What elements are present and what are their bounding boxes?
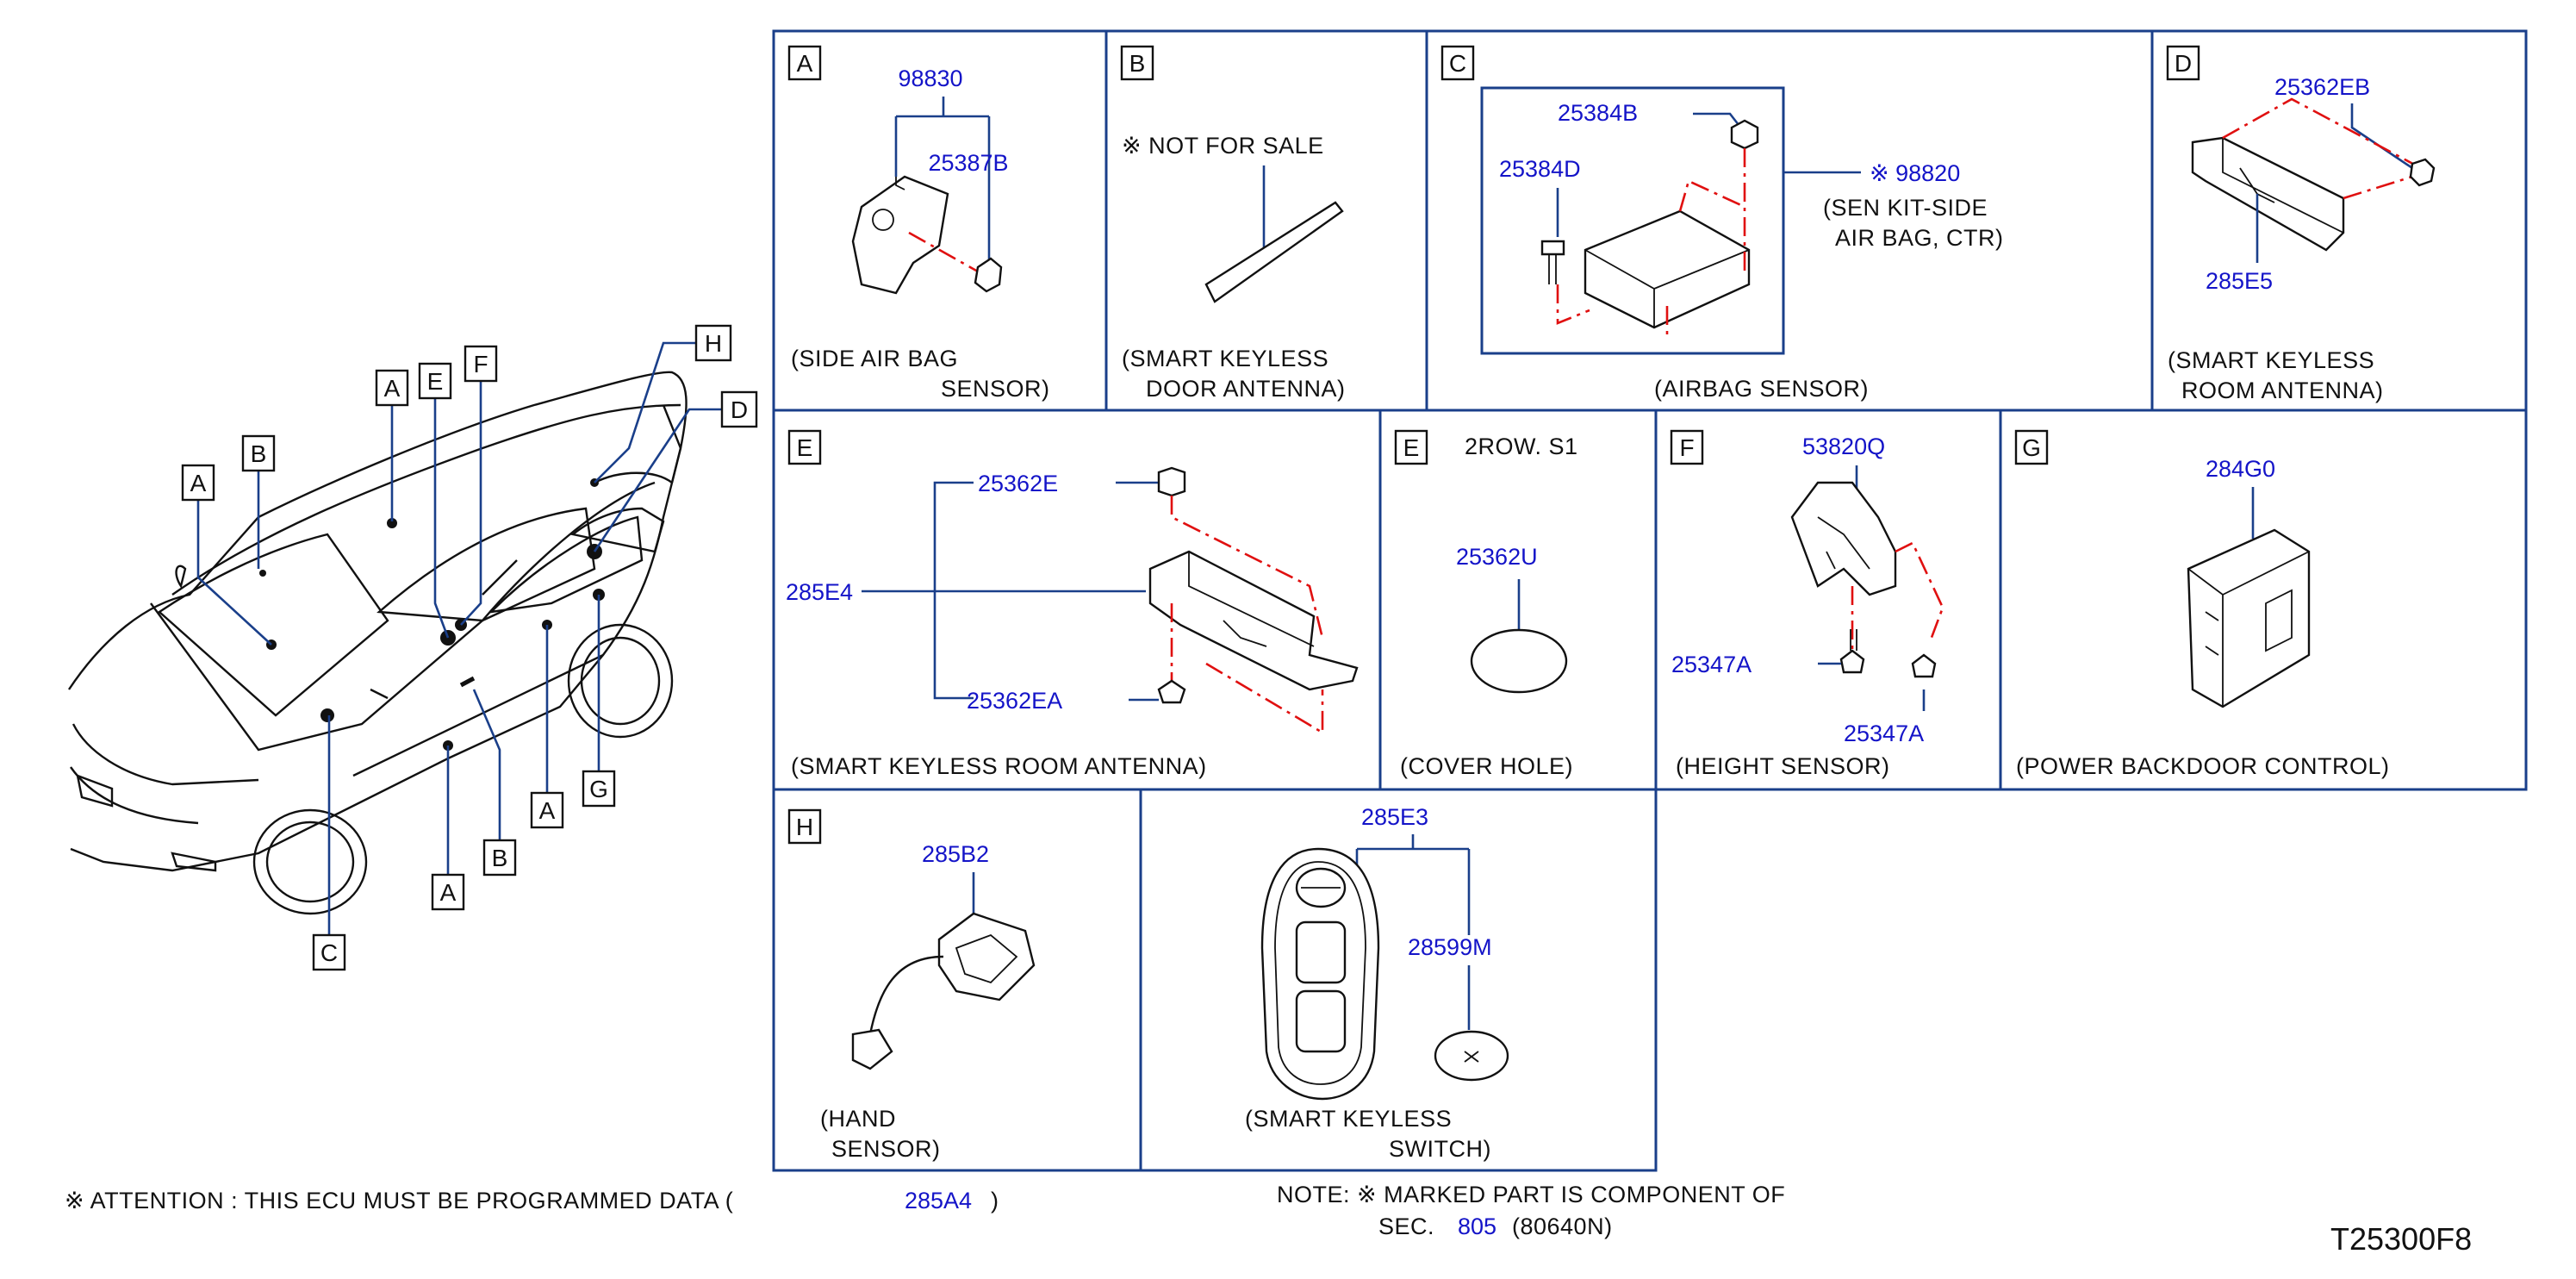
caption-line: (HAND xyxy=(820,1106,896,1132)
part-number: ※ 98820 xyxy=(1870,160,1960,186)
panel-c-airbag-sensor: C 25384B 25384D ※ 98820 (SEN KIT-SIDE AI… xyxy=(1440,45,2004,402)
callout-key: A xyxy=(384,375,401,402)
callout-key: E xyxy=(427,368,444,395)
panel-key: G xyxy=(2022,434,2041,461)
part-number: 25387B xyxy=(928,150,1008,176)
panel-g-power-backdoor-control: G 284G0 (POWER BACKDOOR CONTROL) xyxy=(2014,429,2390,779)
part-number: 53820Q xyxy=(1802,434,1885,459)
caption-line: (SMART KEYLESS ROOM ANTENNA) xyxy=(791,753,1207,779)
caption-line: DOOR ANTENNA) xyxy=(1146,376,1346,402)
caption-line: (SIDE AIR BAG xyxy=(791,346,958,371)
panel-e-room-antenna: E 25362E 285E4 25362EA (SMART KEYLESS RO… xyxy=(786,429,1359,779)
part-number: 25384B xyxy=(1558,100,1638,126)
caption-line: (POWER BACKDOOR CONTROL) xyxy=(2016,753,2390,779)
panel-a-side-airbag-sensor: A 98830 25387B (SIDE AIR BAG SENSOR) xyxy=(787,45,1050,402)
caption-line: (COVER HOLE) xyxy=(1400,753,1573,779)
caption-line: (SMART KEYLESS xyxy=(1122,346,1328,371)
figure-code: T25300F8 xyxy=(2330,1221,2472,1257)
part-number: 25362U xyxy=(1456,544,1538,570)
caption-line: SENSOR) xyxy=(941,376,1050,402)
panel-key: E xyxy=(1403,434,1420,461)
part-number: 25362EA xyxy=(967,688,1062,714)
callout-key: A xyxy=(440,879,457,906)
part-number: 25384D xyxy=(1499,156,1581,182)
part-number: 285E4 xyxy=(786,579,853,605)
panel-key: E xyxy=(797,434,813,461)
note-sec-number: 805 xyxy=(1458,1213,1496,1239)
callout-key: B xyxy=(492,845,508,871)
part-number: 98830 xyxy=(898,66,962,91)
vehicle-illustration xyxy=(68,371,688,915)
callout-key: A xyxy=(190,470,207,496)
panel-e-cover-hole: E 2ROW. S1 25362U (COVER HOLE) xyxy=(1394,429,1578,779)
caption-line: SWITCH) xyxy=(1389,1136,1491,1162)
vehicle-callouts: A B A E F H D A B A C G xyxy=(181,324,758,971)
note-sec-label: SEC. xyxy=(1378,1213,1434,1239)
callout-key: F xyxy=(473,351,488,377)
part-number: 25362EB xyxy=(2274,74,2370,100)
footer-notes: ※ ATTENTION : THIS ECU MUST BE PROGRAMME… xyxy=(65,1182,2472,1257)
part-number: 284G0 xyxy=(2206,456,2275,482)
caption-line: SENSOR) xyxy=(831,1136,941,1162)
part-number: 285E3 xyxy=(1361,804,1428,830)
caption-line: (HEIGHT SENSOR) xyxy=(1676,753,1890,779)
attention-part-number: 285A4 xyxy=(905,1188,972,1213)
callout-key: D xyxy=(731,396,748,423)
panel-key: C xyxy=(1449,50,1466,77)
panel-key: F xyxy=(1679,434,1694,461)
panel-key: H xyxy=(796,814,813,840)
panel-key: A xyxy=(797,50,813,77)
attention-close: ) xyxy=(991,1188,999,1213)
note-sec-code: (80640N) xyxy=(1512,1213,1613,1239)
panel-grid xyxy=(772,29,2528,1172)
sub-caption-line: (SEN KIT-SIDE xyxy=(1823,195,1988,221)
callout-key: B xyxy=(251,440,267,467)
panel-title: 2ROW. S1 xyxy=(1465,434,1578,459)
panel-key: B xyxy=(1129,50,1146,77)
callout-key: G xyxy=(589,776,608,802)
attention-note: ※ ATTENTION : THIS ECU MUST BE PROGRAMME… xyxy=(65,1188,733,1213)
part-number: 285B2 xyxy=(922,841,989,867)
caption-line: (SMART KEYLESS xyxy=(2168,347,2374,373)
panel-f-height-sensor: F 53820Q 25347A 25347A (HEIGHT SENSOR) xyxy=(1670,429,1944,779)
part-number: 25362E xyxy=(978,471,1058,496)
callout-key: A xyxy=(539,797,556,824)
part-number: 28599M xyxy=(1408,934,1492,960)
callout-key: H xyxy=(705,330,722,357)
sub-caption-line: AIR BAG, CTR) xyxy=(1835,225,2004,251)
caption-line: (SMART KEYLESS xyxy=(1245,1106,1452,1132)
callout-key: C xyxy=(320,939,338,966)
part-number: 25347A xyxy=(1671,652,1752,677)
panel-b-door-antenna: B ※ NOT FOR SALE (SMART KEYLESS DOOR ANT… xyxy=(1120,45,1346,402)
part-number: 285E5 xyxy=(2206,268,2273,294)
panel-key: D xyxy=(2175,50,2192,77)
note-line-1: NOTE: ※ MARKED PART IS COMPONENT OF xyxy=(1277,1182,1785,1207)
panel-h-hand-sensor: H 285B2 (HAND SENSOR) xyxy=(787,808,1036,1162)
panel-d-room-antenna: D 25362EB 285E5 (SMART KEYLESS ROOM ANTE… xyxy=(2166,45,2436,403)
caption-line: (AIRBAG SENSOR) xyxy=(1654,376,1869,402)
part-number: 25347A xyxy=(1844,721,1924,746)
caption-line: ROOM ANTENNA) xyxy=(2181,377,2384,403)
panel-smart-keyless-switch: 285E3 28599M (SMART KEYLESS SWITCH) xyxy=(1245,804,1509,1162)
not-for-sale-note: ※ NOT FOR SALE xyxy=(1122,133,1324,159)
